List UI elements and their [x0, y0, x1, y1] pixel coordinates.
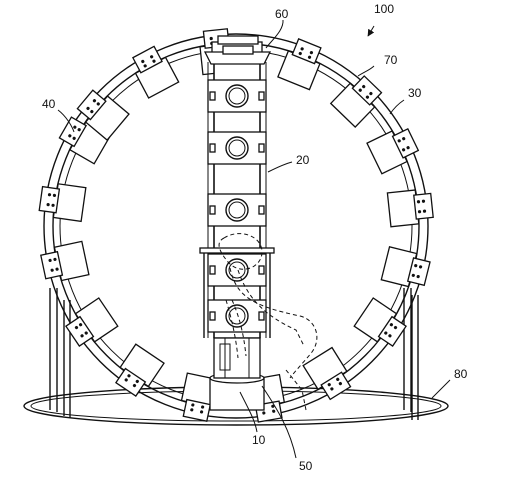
support-legs: [49, 288, 419, 420]
ring-camera-module: [76, 89, 130, 141]
label-100: 100: [374, 2, 394, 16]
ring-camera-module: [353, 297, 407, 347]
ring-camera-module: [386, 189, 434, 228]
leader-lines: [57, 19, 451, 459]
ring-camera-module: [366, 127, 420, 175]
ring-camera-module: [40, 240, 90, 282]
column-lenses: [207, 79, 267, 333]
reference-labels: 100 60 70 40 30 20 80 10 50: [42, 2, 468, 473]
ring-camera-module: [380, 245, 431, 288]
ring-camera-module: [115, 343, 165, 397]
label-30: 30: [408, 86, 422, 100]
label-70: 70: [384, 53, 398, 67]
subject-outline: [218, 233, 318, 411]
column-lens: [207, 299, 267, 333]
ring-camera-module: [329, 75, 383, 128]
ring-camera-module: [277, 38, 322, 91]
column-lens: [207, 193, 267, 227]
subject-base: [199, 247, 275, 411]
top-hub: [203, 45, 272, 65]
label-50: 50: [299, 459, 313, 473]
column-lens: [207, 79, 267, 113]
column-lens: [207, 131, 267, 165]
label-10: 10: [252, 433, 266, 447]
label-20: 20: [296, 153, 310, 167]
ring-camera-module: [38, 183, 87, 223]
ring-camera-module: [132, 45, 180, 99]
label-60: 60: [275, 7, 289, 21]
label-80: 80: [454, 367, 468, 381]
column-lens: [207, 253, 267, 287]
label-40: 40: [42, 97, 56, 111]
ring-camera-module: [302, 346, 352, 401]
ring-camera-module: [65, 297, 119, 347]
